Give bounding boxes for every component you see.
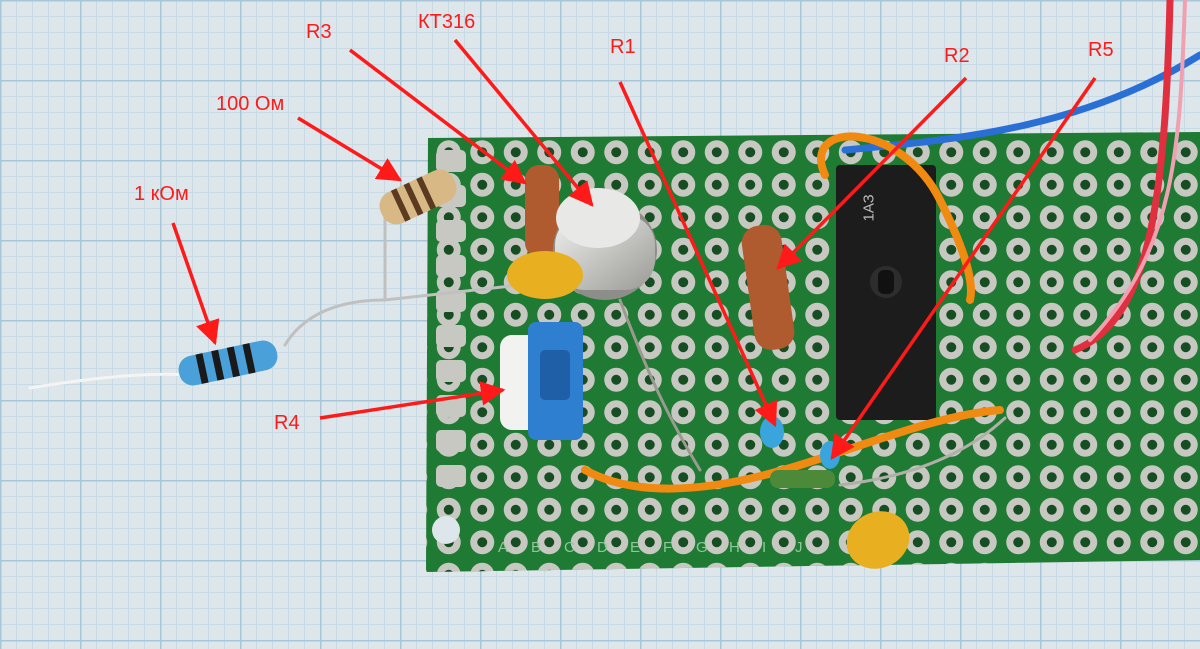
pcb-letter: G [696,539,708,556]
arrow-r4 [319,381,506,420]
label-kt316: КТ316 [418,11,476,33]
pcb-letter: E [630,539,641,556]
pcb-letter: D [597,539,608,556]
resistor-r3 [525,165,559,257]
arrow-kt316 [453,38,594,207]
resistor-1kohm [178,340,278,386]
resistor-lead [283,298,387,347]
capacitor-yellow-2 [846,511,910,569]
arrow-r5 [830,77,1097,461]
red-wire [1071,0,1174,354]
pcb-letter: F [663,539,673,556]
trimmer-r4 [500,322,583,440]
ic-chip [836,165,936,420]
component-lead [618,298,702,472]
label-r5: R5 [1088,39,1114,61]
resistor-r5 [820,441,840,469]
capacitor-yellow-1 [507,251,583,299]
ic-marking: 1АЗ [860,194,878,222]
pcb-letter: H [729,539,740,556]
arrow-100ohm [297,116,403,182]
annotation-arrows [171,38,1097,461]
label-r3: R3 [306,21,332,43]
pcb-letter: A [498,539,509,556]
pcb-letter: B [531,539,542,556]
label-r4: R4 [274,412,300,434]
orange-wire-bottom [581,406,1004,493]
label-r1: R1 [610,36,636,58]
mounting-hole [432,516,460,544]
pcb-letter: J [795,539,803,556]
pcb-letter: I [762,539,767,556]
orange-wire-top [817,132,975,304]
arrow-r3 [348,48,527,185]
arrow-1kohm [171,222,220,346]
label-100ohm: 100 Ом [216,93,285,115]
pcb-letter: C [564,539,575,556]
arrow-r2 [776,76,968,270]
wires [28,0,1200,493]
resistor-100ohm [379,169,457,225]
arrow-r1 [618,81,778,428]
label-1kohm: 1 кОм [134,183,189,205]
pink-wire [1088,0,1187,342]
label-r2: R2 [944,45,970,67]
component-lead-2 [838,416,1007,487]
white-lead [28,372,192,390]
green-component [770,470,835,488]
